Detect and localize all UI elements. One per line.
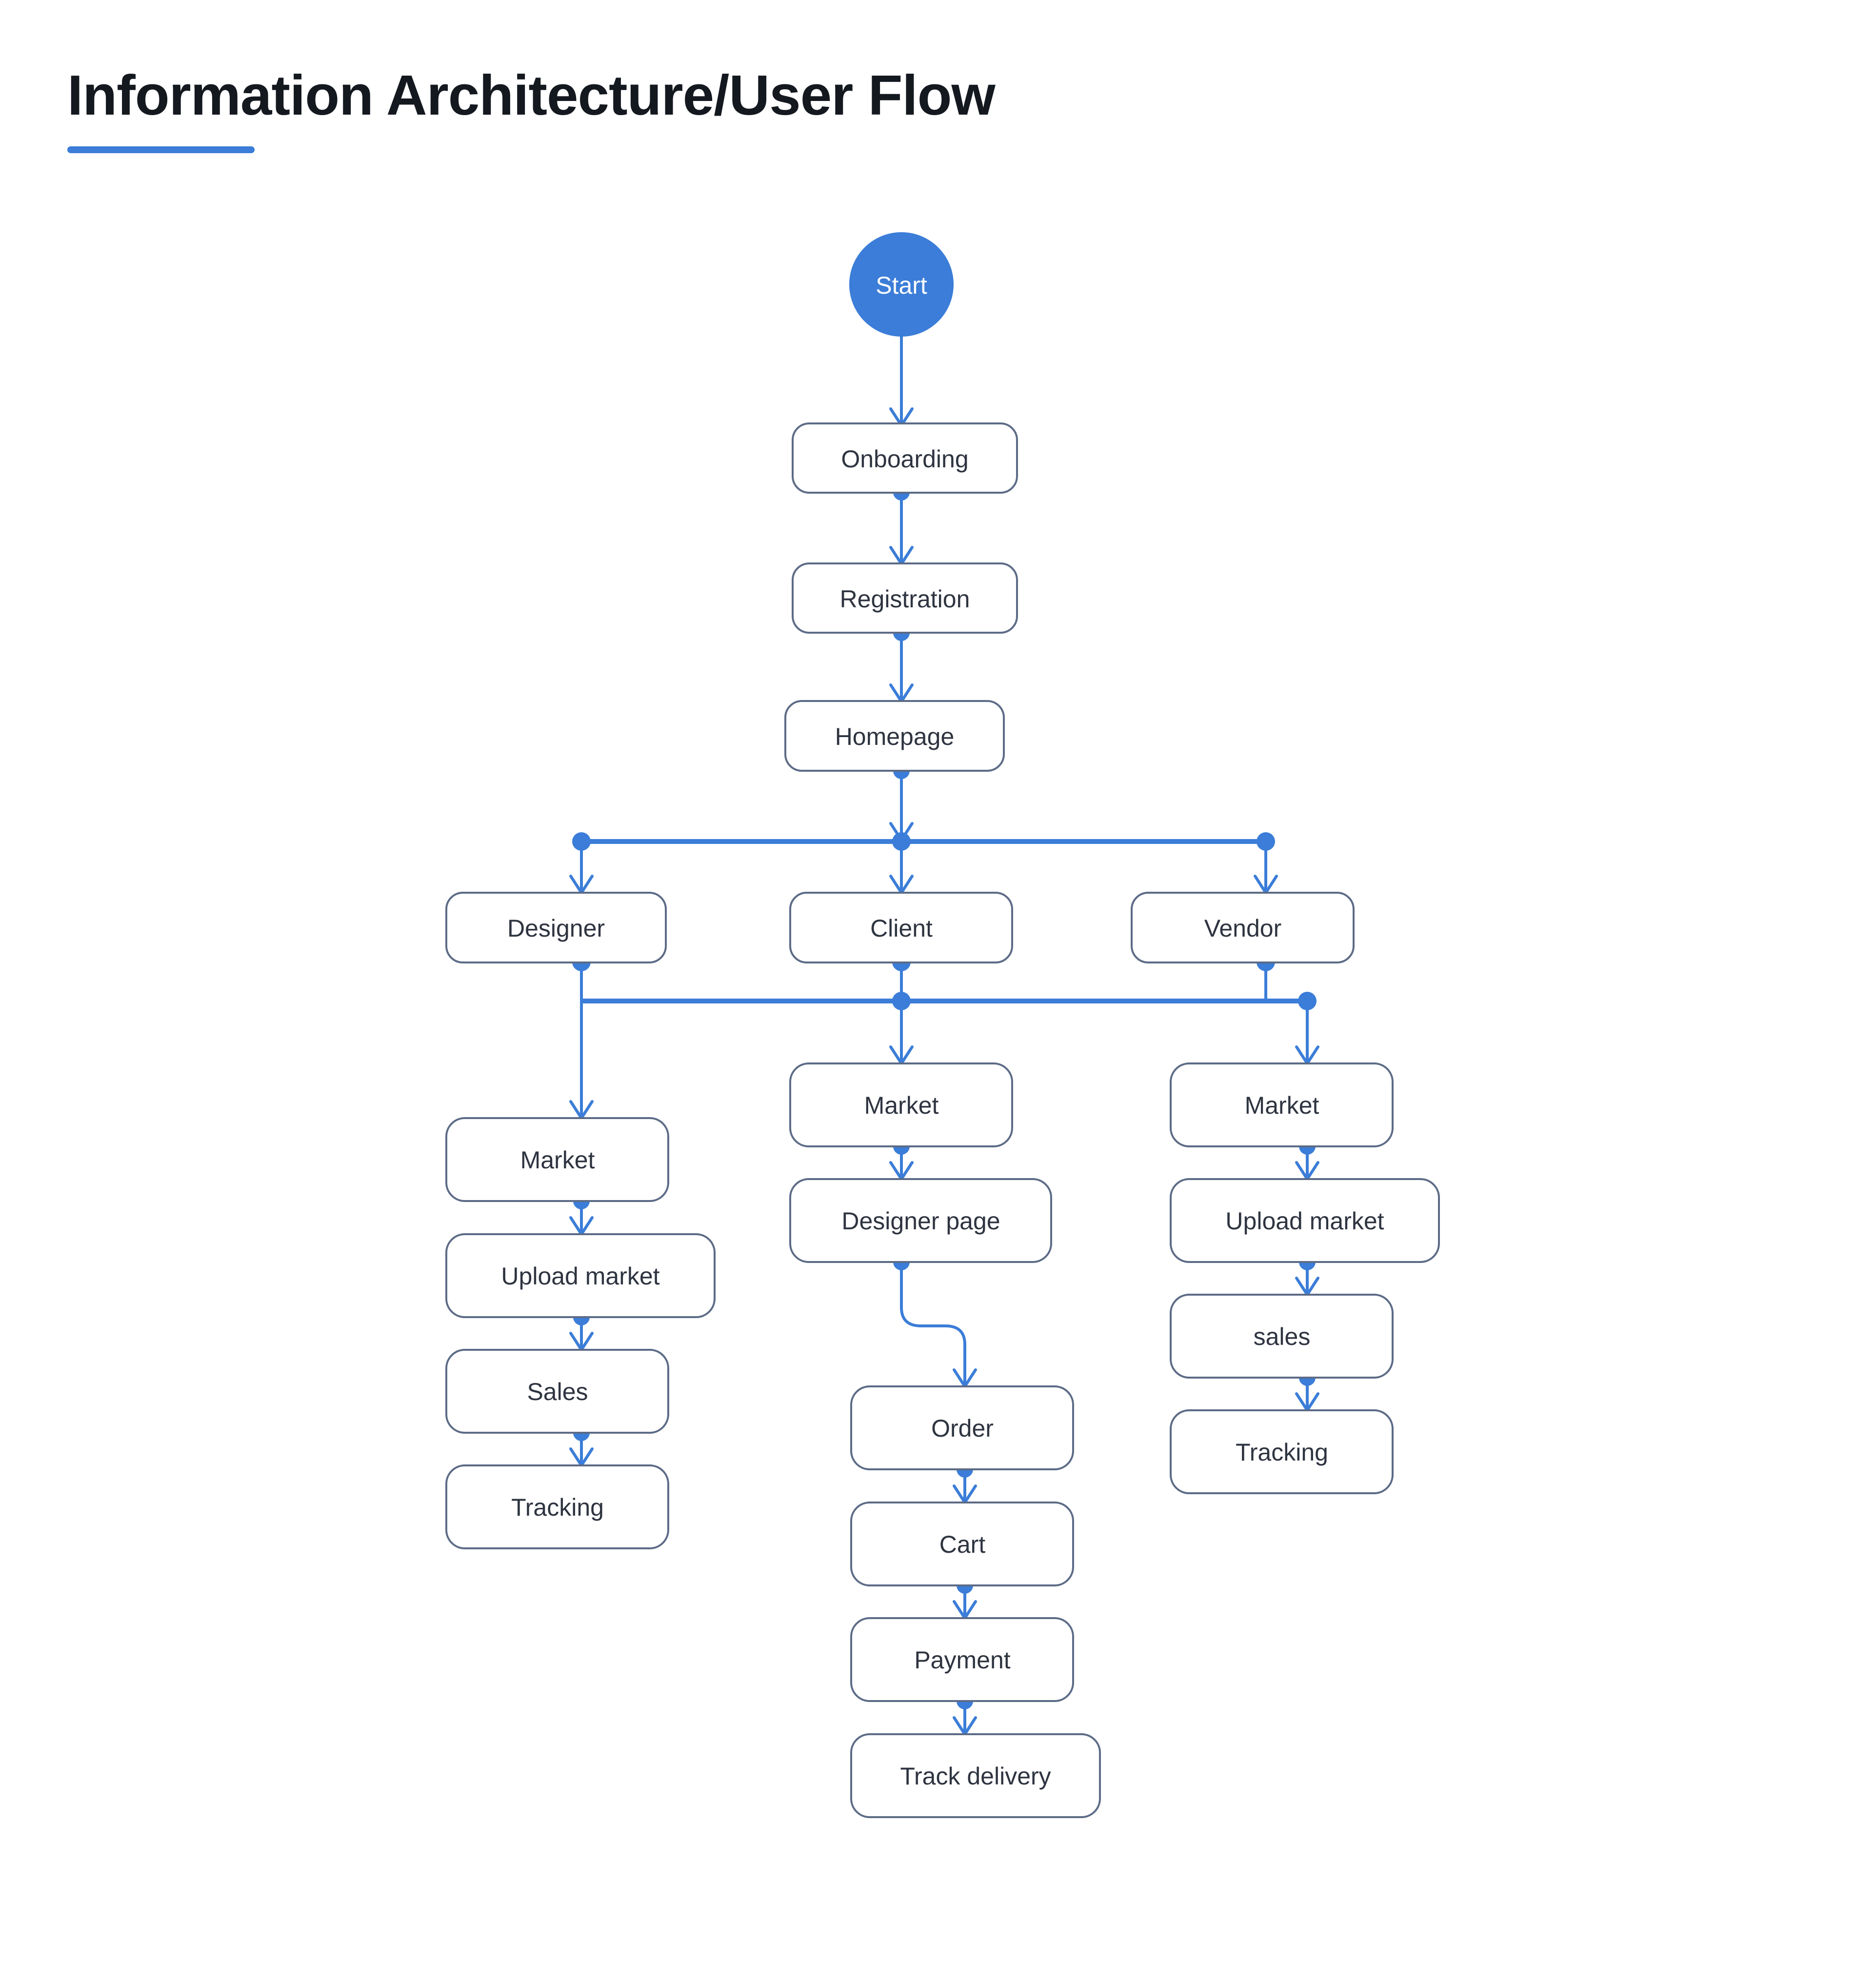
vendor-tracking-label: Tracking (1236, 1439, 1328, 1466)
start-circle-shape[interactable] (849, 232, 954, 337)
registration-label: Registration (840, 585, 970, 613)
designer-label: Designer (507, 915, 605, 942)
node-role-vendor[interactable]: Vendor (1131, 892, 1355, 963)
designer-tracking-label: Tracking (511, 1494, 604, 1521)
node-vendor-upload-market[interactable]: Upload market (1170, 1178, 1440, 1263)
client-order-box[interactable] (850, 1385, 1074, 1470)
client-track-delivery-box[interactable] (850, 1733, 1101, 1818)
designer-sales-box[interactable] (445, 1349, 669, 1434)
node-client-designer-page[interactable]: Designer page (789, 1178, 1052, 1263)
page-title: Information Architecture/User Flow (67, 63, 996, 127)
node-onboarding[interactable]: Onboarding (792, 422, 1018, 494)
node-registration[interactable]: Registration (792, 562, 1018, 634)
client-label: Client (870, 915, 933, 942)
registration-box[interactable] (792, 562, 1018, 634)
client-designer-page-box[interactable] (789, 1178, 1052, 1263)
node-start[interactable]: Start (849, 232, 954, 337)
node-client-payment[interactable]: Payment (850, 1617, 1074, 1702)
client-box[interactable] (789, 892, 1013, 963)
client-cart-label: Cart (939, 1531, 986, 1558)
node-vendor-market[interactable]: Market (1170, 1062, 1394, 1147)
node-client-market[interactable]: Market (789, 1062, 1013, 1147)
node-role-client[interactable]: Client (789, 892, 1013, 963)
edge-client-designer-page-order (900, 1262, 966, 1385)
client-order-label: Order (931, 1415, 994, 1442)
designer-sales-label: Sales (527, 1378, 588, 1405)
homepage-box[interactable] (784, 700, 1005, 772)
node-client-track-delivery[interactable]: Track delivery (850, 1733, 1101, 1818)
client-market-box[interactable] (789, 1062, 1013, 1147)
vendor-sales-label: sales (1254, 1323, 1311, 1350)
designer-market-box[interactable] (445, 1117, 669, 1202)
designer-market-label: Market (520, 1146, 595, 1174)
node-role-designer[interactable]: Designer (445, 892, 667, 963)
node-designer-sales[interactable]: Sales (445, 1349, 669, 1434)
node-client-order[interactable]: Order (850, 1385, 1074, 1470)
designer-upload-market-label: Upload market (501, 1262, 659, 1290)
vendor-upload-market-label: Upload market (1225, 1207, 1384, 1235)
vendor-box[interactable] (1131, 892, 1355, 963)
designer-box[interactable] (445, 892, 667, 963)
node-homepage[interactable]: Homepage (784, 700, 1005, 772)
node-designer-upload-market[interactable]: Upload market (445, 1233, 716, 1318)
client-market-label: Market (864, 1092, 939, 1119)
nodes-layer: Start Onboarding Registration Homepage D… (445, 232, 1440, 1818)
onboarding-label: Onboarding (841, 445, 968, 473)
start-label: Start (876, 272, 927, 299)
vendor-market-label: Market (1245, 1092, 1319, 1119)
vendor-upload-market-box[interactable] (1170, 1178, 1440, 1263)
vendor-label: Vendor (1204, 915, 1281, 942)
node-vendor-tracking[interactable]: Tracking (1170, 1409, 1394, 1494)
node-client-cart[interactable]: Cart (850, 1502, 1074, 1586)
client-designer-page-label: Designer page (841, 1207, 1000, 1235)
client-cart-box[interactable] (850, 1502, 1074, 1586)
bus2-dot-client (892, 992, 911, 1010)
onboarding-box[interactable] (792, 422, 1018, 494)
vendor-sales-box[interactable] (1170, 1294, 1394, 1379)
designer-upload-market-box[interactable] (445, 1233, 716, 1318)
node-vendor-sales[interactable]: sales (1170, 1294, 1394, 1379)
vendor-tracking-box[interactable] (1170, 1409, 1394, 1494)
homepage-label: Homepage (835, 723, 955, 750)
client-track-delivery-label: Track delivery (900, 1763, 1051, 1790)
client-payment-box[interactable] (850, 1617, 1074, 1702)
title-underline-accent (67, 146, 255, 153)
client-payment-label: Payment (914, 1646, 1010, 1674)
node-designer-market[interactable]: Market (445, 1117, 669, 1202)
node-designer-tracking[interactable]: Tracking (445, 1464, 669, 1549)
designer-tracking-box[interactable] (445, 1464, 669, 1549)
vendor-market-box[interactable] (1170, 1062, 1394, 1147)
